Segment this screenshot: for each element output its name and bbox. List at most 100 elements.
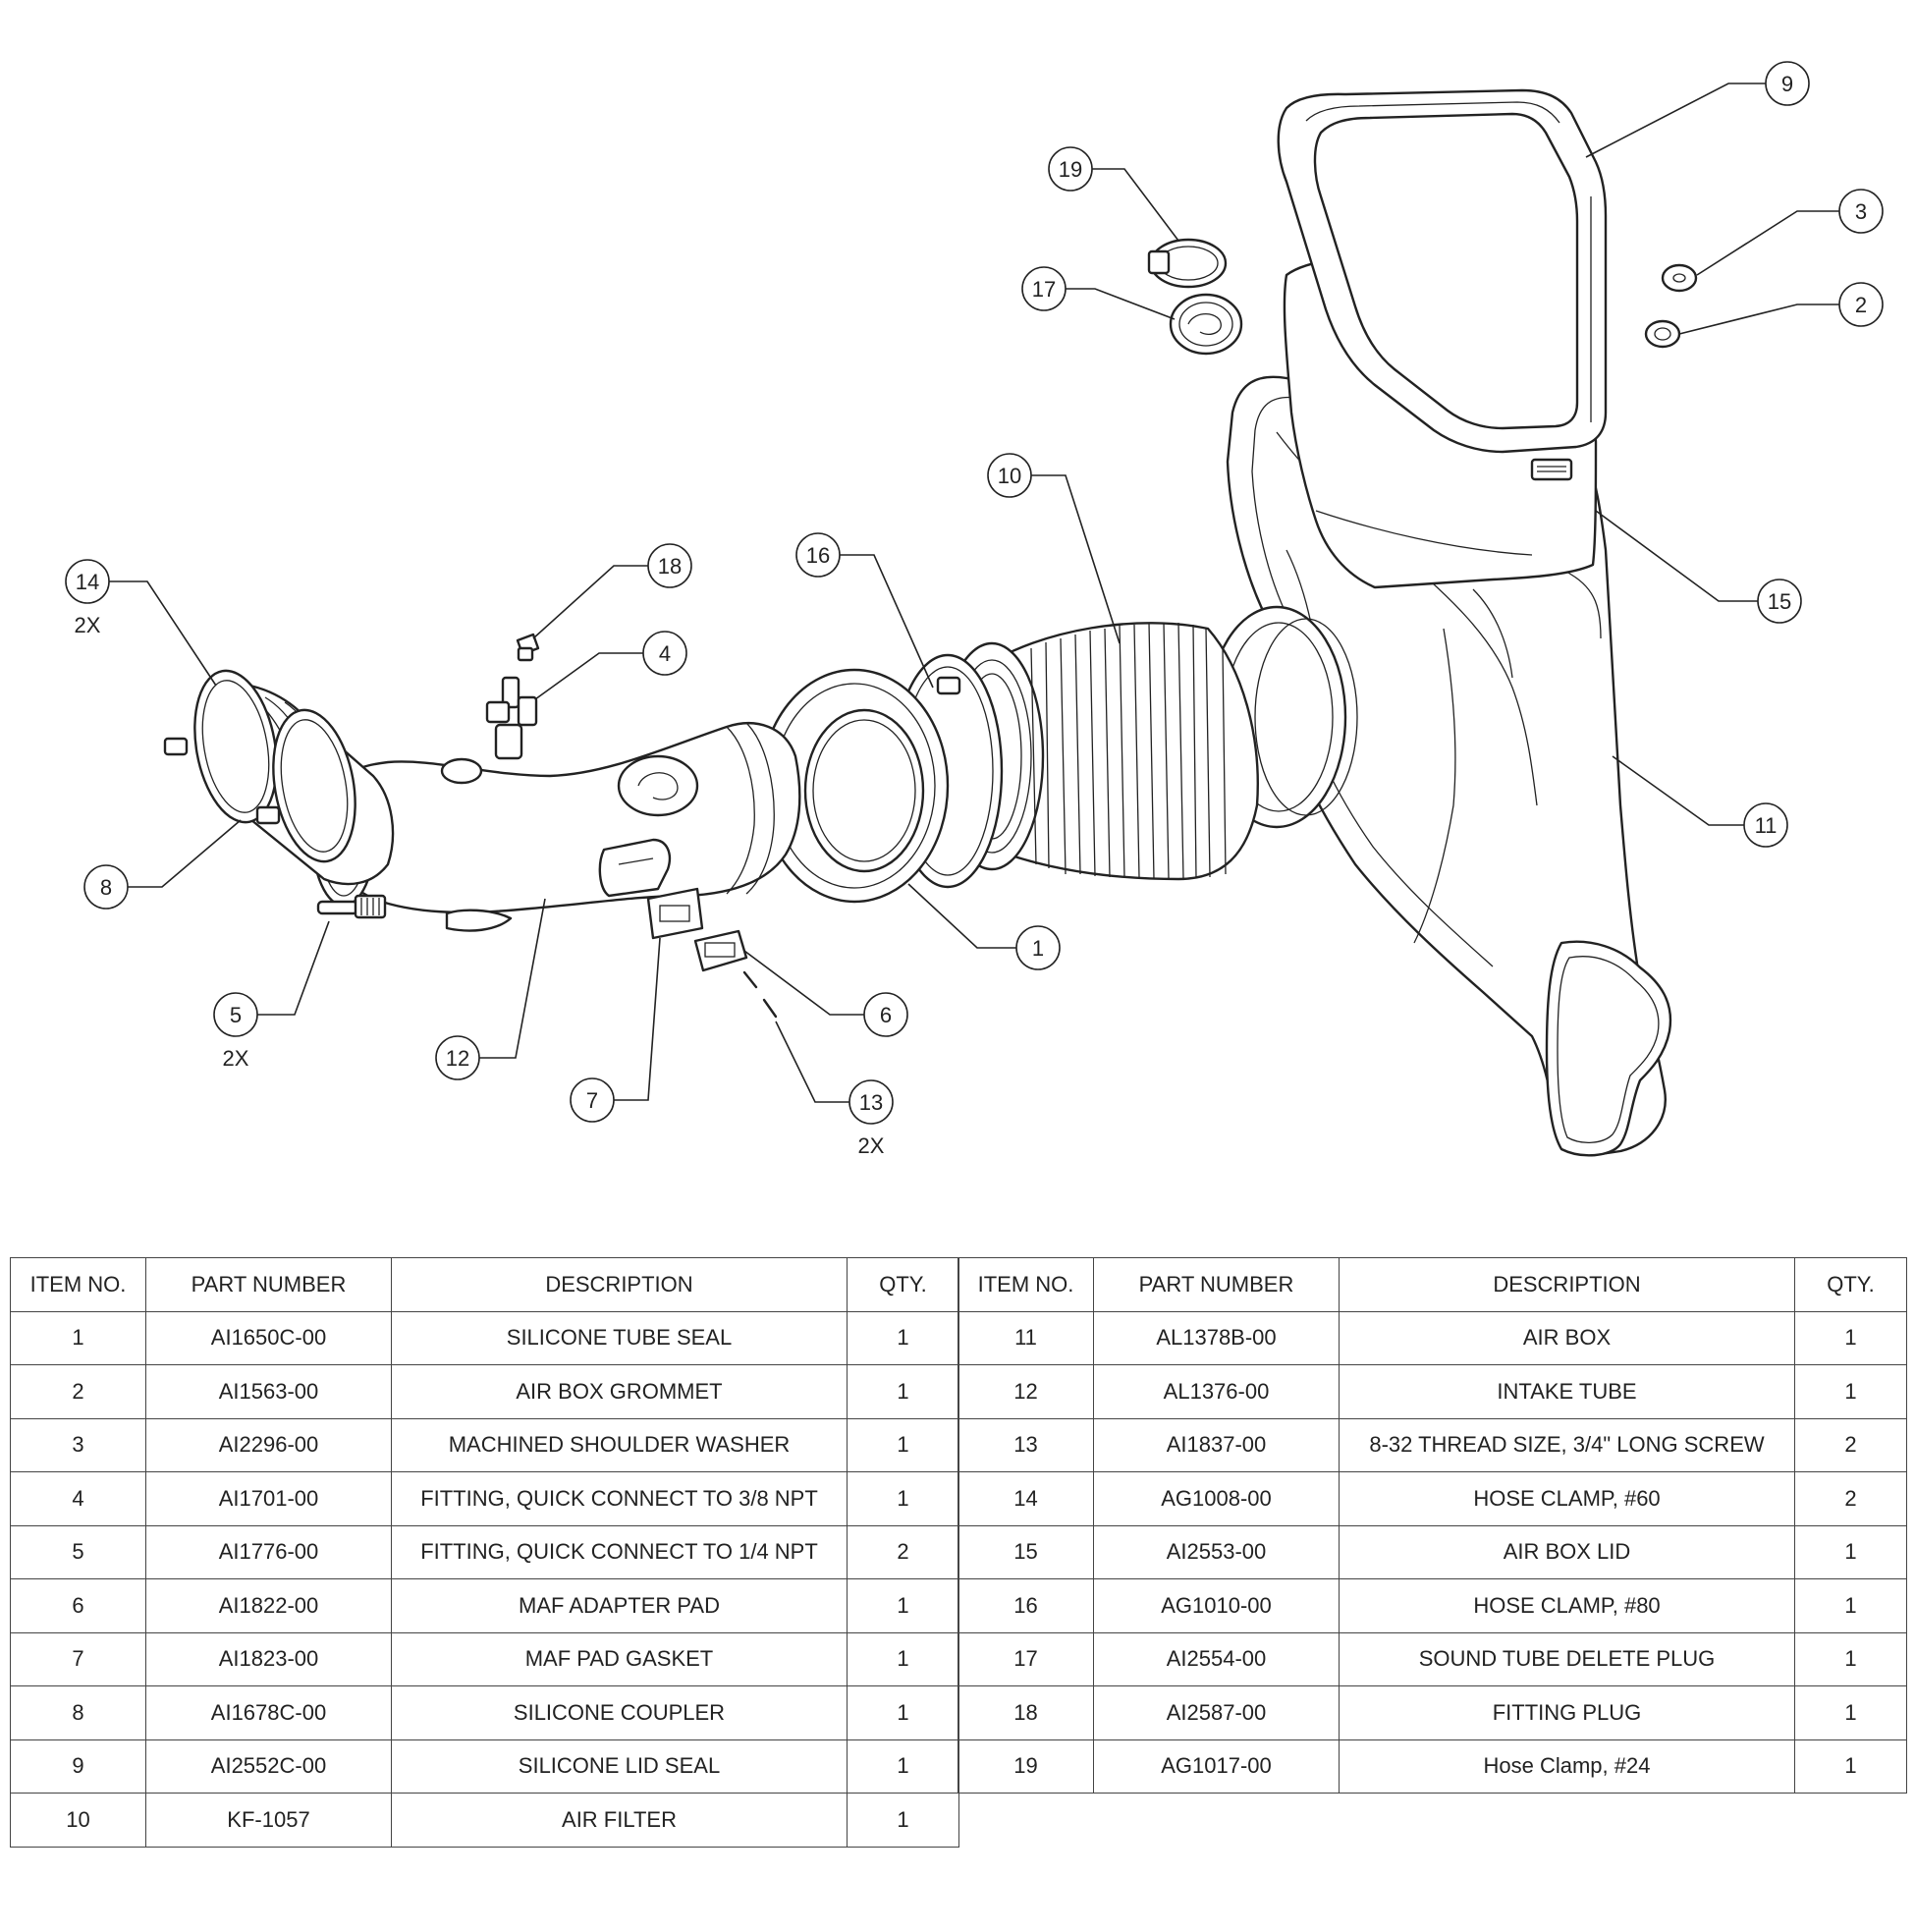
- part-number-cell: AI1701-00: [145, 1471, 392, 1526]
- qty-cell: 2: [1794, 1471, 1907, 1526]
- item-no-cell: 12: [958, 1364, 1094, 1419]
- qty-cell: 1: [1794, 1524, 1907, 1579]
- item-no-cell: 5: [10, 1524, 146, 1579]
- svg-text:10: 10: [998, 464, 1021, 488]
- svg-text:16: 16: [806, 543, 830, 568]
- description-cell: FITTING, QUICK CONNECT TO 3/8 NPT: [391, 1471, 848, 1526]
- part-number-cell: AI1563-00: [145, 1364, 392, 1419]
- part-number-cell: AI2553-00: [1093, 1524, 1340, 1579]
- qty-cell: 1: [1794, 1685, 1907, 1740]
- svg-text:2X: 2X: [75, 613, 101, 637]
- callout-9: 9: [1585, 61, 1810, 158]
- part-number-cell: AL1378B-00: [1093, 1310, 1340, 1365]
- qty-cell: 1: [847, 1793, 959, 1848]
- svg-text:18: 18: [658, 554, 682, 579]
- description-cell: MAF ADAPTER PAD: [391, 1578, 848, 1633]
- item-no-cell: 19: [958, 1739, 1094, 1794]
- qty-cell: 1: [847, 1578, 959, 1633]
- callout-12: 12: [435, 898, 546, 1080]
- bom-table-right: ITEM NO. PART NUMBER DESCRIPTION QTY. 11…: [958, 1257, 1907, 1794]
- callout-5: 5 2X: [213, 920, 330, 1071]
- qty-cell: 1: [1794, 1739, 1907, 1794]
- part-number-cell: AI2587-00: [1093, 1685, 1340, 1740]
- item-no-cell: 15: [958, 1524, 1094, 1579]
- qty-cell: 1: [847, 1310, 959, 1365]
- bom-header-row: ITEM NO. PART NUMBER DESCRIPTION QTY.: [10, 1257, 959, 1312]
- svg-text:2X: 2X: [858, 1133, 885, 1158]
- description-cell: INTAKE TUBE: [1339, 1364, 1795, 1419]
- callout-6: 6: [743, 950, 908, 1037]
- callout-7: 7: [570, 937, 661, 1123]
- sound-tube-delete-plug-part: [1169, 293, 1243, 356]
- item-no-cell: 8: [10, 1685, 146, 1740]
- description-cell: FITTING PLUG: [1339, 1685, 1795, 1740]
- exploded-view-diagram: 1 2 3 4 5 2X 6 7 8 9: [65, 61, 1884, 1158]
- header-description: DESCRIPTION: [391, 1257, 848, 1312]
- item-no-cell: 14: [958, 1471, 1094, 1526]
- header-part-number: PART NUMBER: [1093, 1257, 1340, 1312]
- qty-cell: 1: [847, 1364, 959, 1419]
- callout-13: 13 2X: [775, 1021, 894, 1158]
- description-cell: SILICONE LID SEAL: [391, 1739, 848, 1794]
- svg-text:19: 19: [1059, 157, 1082, 182]
- description-cell: HOSE CLAMP, #60: [1339, 1471, 1795, 1526]
- silicone-tube-seal-part: [759, 668, 950, 904]
- maf-pad-gasket-part: [646, 887, 704, 940]
- item-no-cell: 13: [958, 1417, 1094, 1472]
- header-item-no: ITEM NO.: [958, 1257, 1094, 1312]
- item-no-cell: 11: [958, 1310, 1094, 1365]
- fitting-quick-connect-38-part: [485, 676, 538, 760]
- qty-cell: 1: [1794, 1310, 1907, 1365]
- callout-8: 8: [83, 819, 242, 910]
- part-number-cell: AI1822-00: [145, 1578, 392, 1633]
- callout-18: 18: [532, 543, 692, 639]
- callout-1: 1: [907, 883, 1061, 970]
- svg-text:5: 5: [230, 1003, 242, 1027]
- qty-cell: 2: [847, 1524, 959, 1579]
- description-cell: SILICONE TUBE SEAL: [391, 1310, 848, 1365]
- silicone-lid-seal-part: [1277, 88, 1608, 454]
- header-item-no: ITEM NO.: [10, 1257, 146, 1312]
- svg-text:9: 9: [1781, 72, 1793, 96]
- hose-clamp-60-part: [163, 669, 356, 863]
- callout-3: 3: [1696, 189, 1884, 276]
- intake-logo-icon: [617, 754, 699, 817]
- qty-cell: 1: [1794, 1631, 1907, 1686]
- item-no-cell: 16: [958, 1578, 1094, 1633]
- svg-text:2X: 2X: [223, 1046, 249, 1071]
- screw-part: [742, 970, 778, 1019]
- description-cell: 8-32 THREAD SIZE, 3/4" LONG SCREW: [1339, 1417, 1795, 1472]
- part-number-cell: AI2554-00: [1093, 1631, 1340, 1686]
- item-no-cell: 10: [10, 1793, 146, 1848]
- bom-header-row: ITEM NO. PART NUMBER DESCRIPTION QTY.: [958, 1257, 1907, 1312]
- callout-15: 15: [1595, 510, 1802, 624]
- description-cell: HOSE CLAMP, #80: [1339, 1578, 1795, 1633]
- qty-cell: 1: [847, 1685, 959, 1740]
- callout-11: 11: [1612, 755, 1788, 848]
- qty-cell: 1: [847, 1631, 959, 1686]
- callout-2: 2: [1678, 282, 1884, 335]
- hose-clamp-24-part: [1147, 238, 1228, 289]
- description-cell: SILICONE COUPLER: [391, 1685, 848, 1740]
- fitting-quick-connect-14-part: [316, 894, 387, 919]
- machined-shoulder-washer-part: [1661, 263, 1698, 293]
- part-number-cell: AI2552C-00: [145, 1739, 392, 1794]
- part-number-cell: AG1008-00: [1093, 1471, 1340, 1526]
- callout-17: 17: [1021, 266, 1176, 320]
- qty-cell: 1: [847, 1471, 959, 1526]
- part-number-cell: AI2296-00: [145, 1417, 392, 1472]
- svg-text:1: 1: [1032, 936, 1044, 961]
- part-number-cell: AI1678C-00: [145, 1685, 392, 1740]
- item-no-cell: 1: [10, 1310, 146, 1365]
